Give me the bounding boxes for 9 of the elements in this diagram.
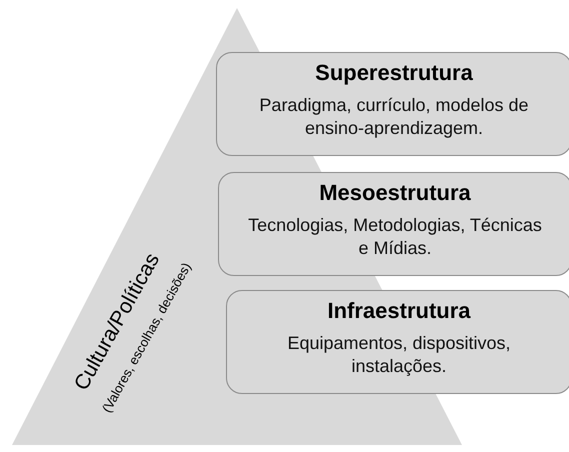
layer-description: Equipamentos, dispositivos, instalações. — [286, 332, 512, 378]
layer-box — [218, 172, 569, 276]
layer-title: Mesoestrutura — [319, 179, 471, 207]
layer-title: Superestrutura — [315, 59, 473, 87]
layer-description: Paradigma, currículo, modelos de ensino-aprendizagem. — [258, 94, 530, 140]
layer-title: Infraestrutura — [327, 297, 471, 325]
layer-box — [216, 52, 569, 156]
layer-description: Tecnologias, Metodologias, Técnicas e Mídias. — [247, 214, 543, 260]
layer-box — [226, 290, 569, 394]
